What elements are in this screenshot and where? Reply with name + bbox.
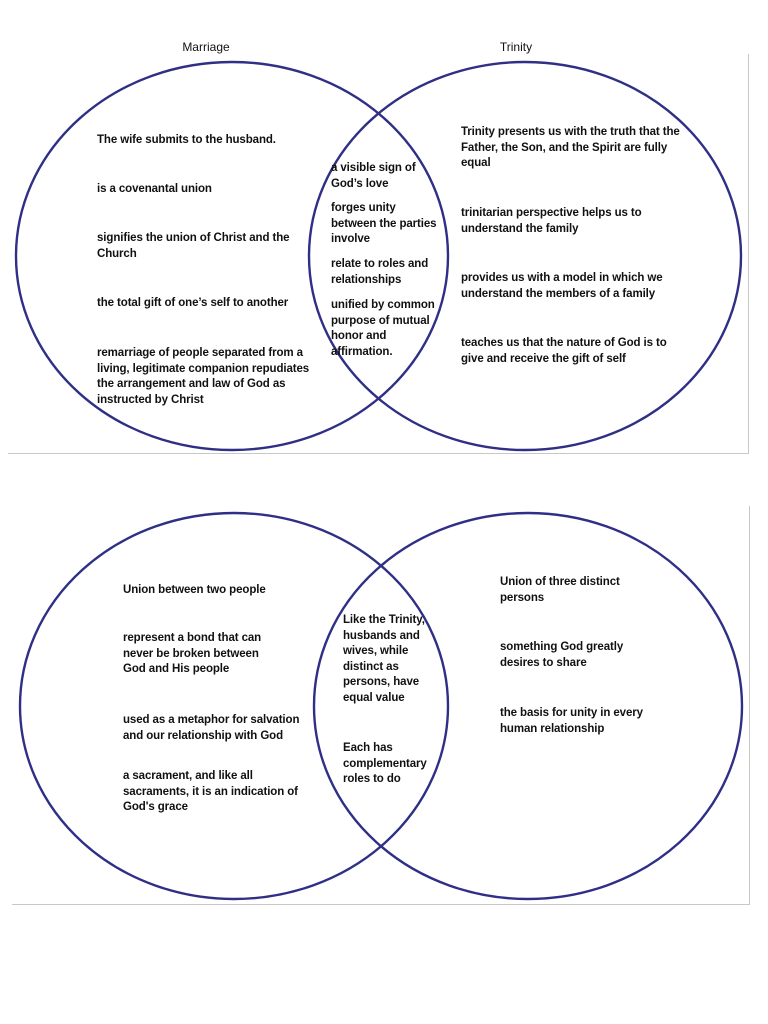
marriage-item: the total gift of one’s self to another — [97, 297, 289, 309]
trinity-circle — [307, 60, 743, 452]
trinity-item: provides us with a model in which we und… — [461, 272, 663, 300]
overlap-item: relate to roles and relationships — [331, 258, 429, 286]
overlap-item: unified by common purpose of mutual hono… — [331, 299, 435, 358]
venn-circles — [14, 60, 743, 452]
overlap-item: a visible sign of God’s love — [331, 162, 416, 190]
overlap-item: Like the Trinity, husbands and wives, wh… — [343, 614, 425, 704]
overlap-item: Each has complementary roles to do — [343, 742, 427, 785]
marriage-item: is a covenantal union — [97, 183, 212, 195]
left-item: used as a metaphor for salvation and our… — [123, 714, 300, 742]
frame-bottom-edge — [12, 904, 750, 905]
right-item: Union of three distinct persons — [500, 576, 620, 604]
trinity-item: trinitarian perspective helps us to unde… — [461, 207, 642, 235]
frame-bottom-edge — [8, 453, 749, 454]
marriage-item: signifies the union of Christ and the Ch… — [97, 232, 290, 260]
right-item: something God greatly desires to share — [500, 641, 624, 669]
trinity-label: Trinity — [499, 40, 533, 54]
venn-circles — [18, 511, 744, 901]
marriage-item: remarriage of people separated from a li… — [97, 347, 310, 406]
left-item: a sacrament, and like all sacraments, it… — [123, 770, 298, 813]
frame-right-edge — [749, 506, 750, 905]
marriage-label: Marriage — [182, 40, 230, 54]
marriage-circle — [14, 60, 450, 452]
trinity-item: teaches us that the nature of God is to … — [461, 337, 667, 365]
left-item: Union between two people — [123, 584, 266, 596]
right-item: the basis for unity in every human relat… — [500, 707, 643, 735]
right-circle — [312, 511, 744, 901]
marriage-item: The wife submits to the husband. — [97, 134, 276, 146]
left-item: represent a bond that can never be broke… — [123, 632, 262, 675]
overlap-item: forges unity between the parties involve — [331, 202, 437, 245]
trinity-item: Trinity presents us with the truth that … — [461, 126, 680, 169]
venn-diagram-union: Union between two people represent a bon… — [0, 490, 768, 920]
venn-diagram-marriage-trinity: Marriage Trinity The wife submits to the… — [0, 0, 768, 470]
frame-right-edge — [748, 54, 749, 454]
left-circle — [18, 511, 450, 901]
